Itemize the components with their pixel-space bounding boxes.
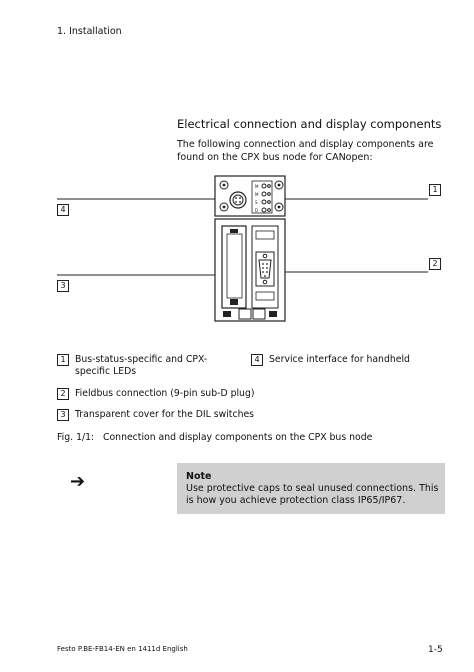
legend-number: 4 xyxy=(251,354,263,366)
note-title: Note xyxy=(186,471,212,482)
legend-item: 4 Service interface for handheld xyxy=(251,354,451,366)
figure-number: Fig. 1/1: xyxy=(57,432,95,443)
callout-4: 4 xyxy=(57,204,69,216)
legend-text: Bus-status-specific and CPX-specific LED… xyxy=(75,354,208,377)
arrow-right-icon: ➔ xyxy=(70,471,86,492)
legend-text: Fieldbus connection (9-pin sub-D plug) xyxy=(75,388,255,399)
figure-caption-text: Connection and display components on the… xyxy=(103,432,373,443)
intro-text: The following connection and display com… xyxy=(177,139,434,163)
legend-number: 3 xyxy=(57,409,69,421)
section-title: Electrical connection and display compon… xyxy=(177,117,442,131)
callout-3: 3 xyxy=(57,280,69,292)
led-label: S xyxy=(255,200,258,205)
legend-number: 1 xyxy=(57,354,69,366)
led-label: M xyxy=(255,184,259,189)
callout-2: 2 xyxy=(429,258,441,270)
legend-item: 2 Fieldbus connection (9-pin sub-D plug) xyxy=(57,388,357,400)
page-number: 1-5 xyxy=(428,645,443,655)
note-text: Use protective caps to seal unused conne… xyxy=(186,483,439,506)
legend-item: 3 Transparent cover for the DIL switches xyxy=(57,409,357,421)
note-box xyxy=(177,463,445,514)
legend-text: Service interface for handheld xyxy=(269,354,410,365)
legend-text: Transparent cover for the DIL switches xyxy=(75,409,255,420)
callout-1: 1 xyxy=(429,184,441,196)
legend-number: 2 xyxy=(57,388,69,400)
led-label: M xyxy=(255,192,259,197)
figure-caption: Fig. 1/1: Connection and display componen… xyxy=(57,432,372,443)
legend-item: 1 Bus-status-specific and CPX-specific LE… xyxy=(57,354,242,378)
led-labels: M M S D xyxy=(255,183,258,215)
led-label: D xyxy=(255,208,259,213)
footer-doc-id: Festo P.BE-FB14-EN en 1411d English xyxy=(57,645,188,653)
chapter-heading: 1. Installation xyxy=(57,26,122,37)
